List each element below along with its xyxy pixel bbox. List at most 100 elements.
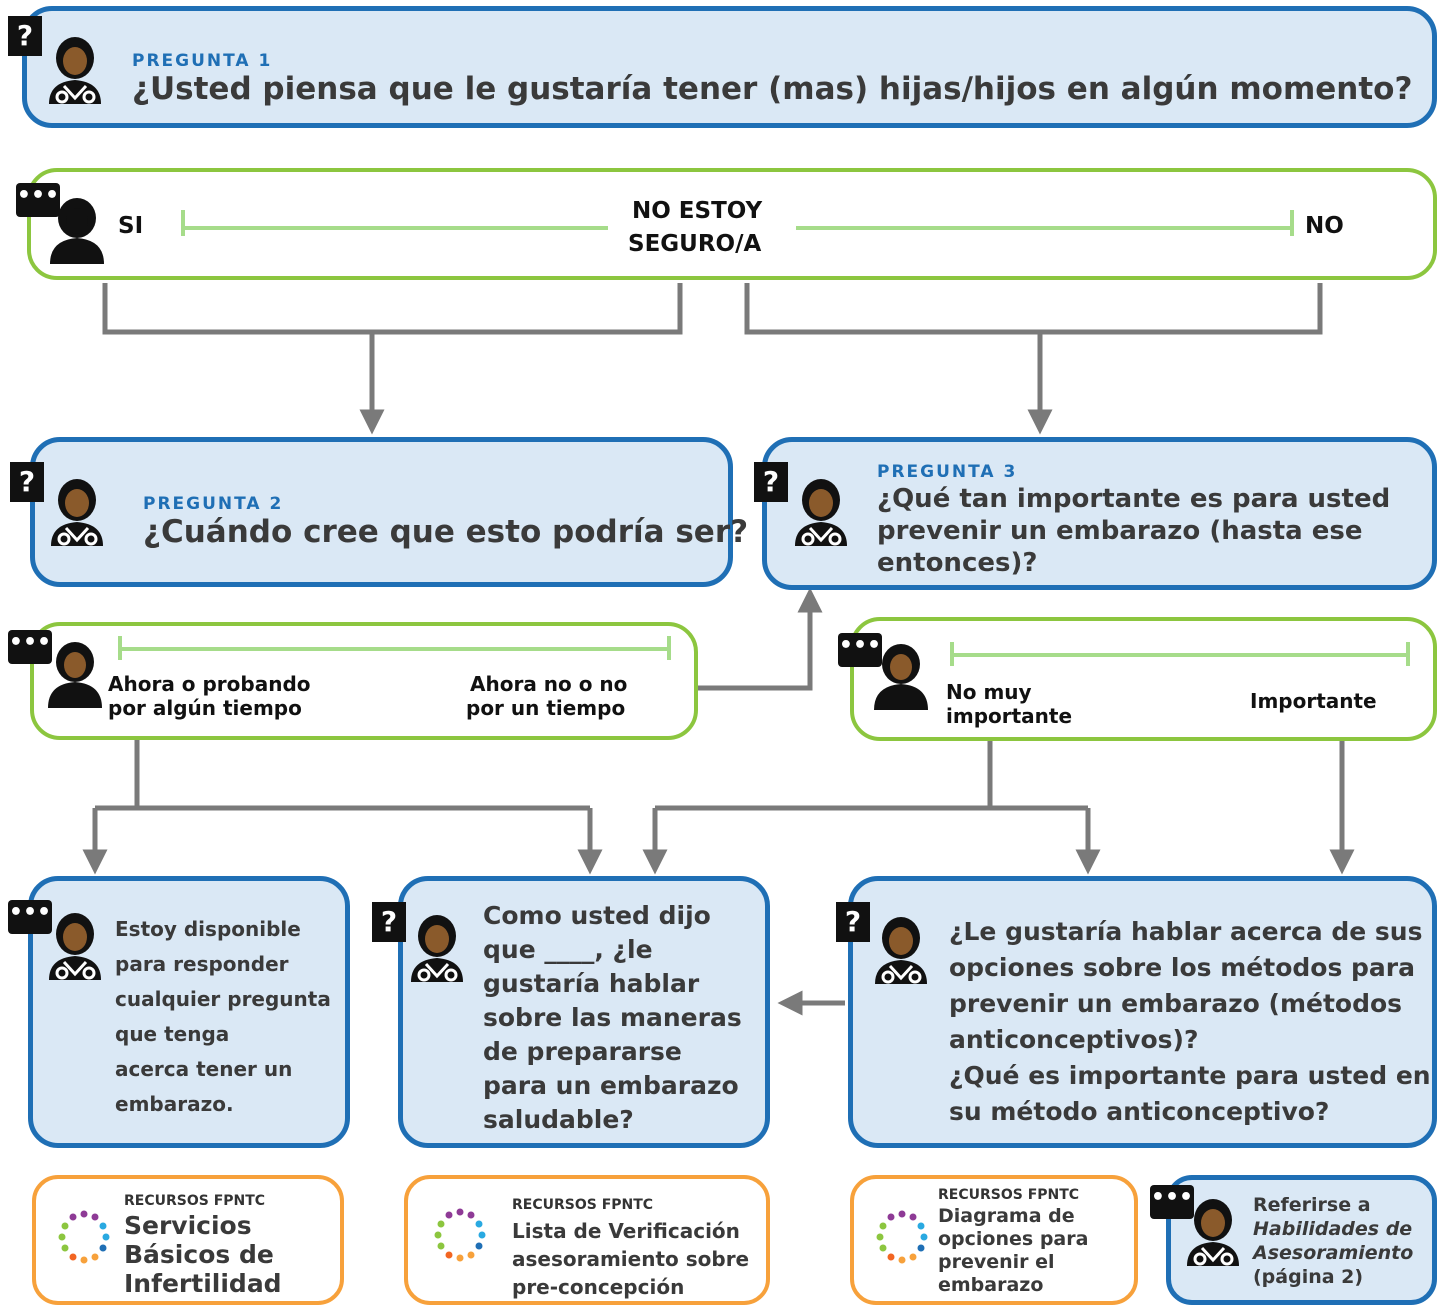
question-1-label: PREGUNTA 1 — [132, 51, 273, 71]
patient-avatar-icon — [50, 198, 104, 264]
speech-bubble-icon: ••• — [8, 630, 52, 664]
resource-label: RECURSOS FPNTC — [124, 1193, 266, 1209]
contraception-line: ¿Le gustaría hablar acerca de sus — [949, 917, 1423, 946]
speech-bubble-icon: ••• — [16, 183, 60, 217]
preconception-line: de prepararse — [483, 1037, 682, 1066]
contraception-line: ¿Qué es importante para usted en — [949, 1061, 1431, 1090]
scale-tick — [118, 636, 122, 660]
answer-3-left-line-2: importante — [946, 704, 1073, 728]
resource-title-line: Servicios — [124, 1211, 252, 1240]
contraception-line: su método anticonceptivo? — [949, 1097, 1330, 1126]
speech-bubble-icon: ••• — [1150, 1185, 1194, 1219]
preconception-line: gustaría hablar — [483, 969, 700, 998]
question-3-line-3: entonces)? — [877, 548, 1038, 578]
resource-label: RECURSOS FPNTC — [938, 1187, 1080, 1203]
speech-bubble-icon: ••• — [838, 633, 882, 667]
question-1-text: ¿Usted piensa que le gustaría tener (mas… — [132, 71, 1413, 107]
available-line: Estoy disponible — [115, 917, 301, 941]
scale-line — [952, 653, 1408, 657]
speech-bubble-icon: ••• — [8, 900, 52, 934]
scale-tick — [1290, 210, 1294, 236]
reference-line-4: (página 2) — [1253, 1266, 1364, 1288]
question-icon: ? — [754, 462, 788, 502]
scale-tick — [667, 636, 671, 660]
preconception-line: que ____, ¿le — [483, 935, 653, 964]
reference-line-1: Referirse a — [1253, 1194, 1371, 1216]
resource-title-line: asesoramiento sobre — [512, 1247, 750, 1271]
question-3-line-1: ¿Qué tan importante es para usted — [877, 484, 1391, 514]
provider-avatar-icon — [1187, 1199, 1239, 1266]
preconception-line: sobre las maneras — [483, 1003, 742, 1032]
resource-title-line: pre-concepción — [512, 1275, 685, 1299]
answer-si: SI — [118, 213, 144, 239]
scale-tick — [181, 210, 185, 236]
answer-2-right-line-1: Ahora no o no — [470, 672, 628, 696]
scale-line — [796, 226, 1294, 230]
provider-avatar-icon — [51, 479, 103, 546]
preconception-line: Como usted dijo — [483, 901, 711, 930]
answer-unsure-line-2: SEGURO/A — [628, 231, 762, 257]
resource-preconception-checklist[interactable]: RECURSOS FPNTC Lista de Verificación ase… — [404, 1175, 770, 1305]
scale-tick — [1406, 642, 1410, 666]
reference-line-2: Habilidades de — [1253, 1218, 1413, 1240]
reference-line-3: Asesoramiento — [1253, 1242, 1414, 1264]
preconception-line: saludable? — [483, 1105, 634, 1134]
provider-avatar-icon — [795, 479, 847, 546]
scale-line — [183, 226, 608, 230]
available-line: para responder — [115, 952, 289, 976]
fpntc-logo-icon — [58, 1210, 110, 1264]
resource-contraception-diagram[interactable]: RECURSOS FPNTC Diagrama de opciones para… — [850, 1175, 1138, 1305]
available-line: que tenga — [115, 1022, 230, 1046]
answer-2-left-line-2: por algún tiempo — [108, 696, 302, 720]
question-icon: ? — [836, 902, 870, 942]
provider-avatar-icon — [49, 913, 101, 980]
question-icon: ? — [372, 902, 406, 942]
scale-line — [120, 647, 670, 651]
question-icon: ? — [8, 16, 42, 56]
question-1-box: PREGUNTA 1 ¿Usted piensa que le gustaría… — [22, 6, 1437, 128]
provider-avatar-icon — [49, 37, 101, 104]
answer-2-right-line-2: por un tiempo — [466, 696, 626, 720]
answer-3-left-line-1: No muy — [946, 680, 1032, 704]
patient-avatar-icon — [874, 644, 928, 710]
question-2-text: ¿Cuándo cree que esto podría ser? — [143, 514, 749, 550]
fpntc-logo-icon — [434, 1208, 486, 1262]
contraception-line: opciones sobre los métodos para — [949, 953, 1415, 982]
question-2-label: PREGUNTA 2 — [143, 494, 284, 514]
answer-2-box — [30, 622, 698, 740]
resource-title-line: Básicos de — [124, 1240, 274, 1269]
contraception-line: prevenir un embarazo (métodos — [949, 989, 1403, 1018]
contraception-box: ¿Le gustaría hablar acerca de sus opcion… — [848, 876, 1437, 1148]
resource-label: RECURSOS FPNTC — [512, 1197, 654, 1213]
provider-avatar-icon — [411, 915, 463, 982]
fpntc-logo-icon — [876, 1210, 928, 1264]
question-icon: ? — [10, 462, 44, 502]
question-2-box: PREGUNTA 2 ¿Cuándo cree que esto podría … — [30, 437, 748, 587]
available-line: acerca tener un — [115, 1057, 293, 1081]
patient-avatar-icon — [48, 642, 102, 708]
resource-title-line: prevenir el — [938, 1251, 1055, 1273]
preconception-box: Como usted dijo que ____, ¿le gustaría h… — [398, 876, 770, 1148]
answer-unsure-line-1: NO ESTOY — [632, 198, 763, 224]
available-line: cualquier pregunta — [115, 987, 331, 1011]
answer-no: NO — [1305, 213, 1344, 239]
preconception-line: para un embarazo — [483, 1071, 739, 1100]
scale-tick — [950, 642, 954, 666]
answer-2-left-line-1: Ahora o probando — [108, 672, 311, 696]
resource-title-line: Infertilidad — [124, 1269, 282, 1298]
answer-3-box — [850, 617, 1437, 741]
question-3-box: PREGUNTA 3 ¿Qué tan importante es para u… — [762, 437, 1437, 590]
resource-title-line: opciones para — [938, 1228, 1089, 1250]
provider-avatar-icon — [875, 917, 927, 984]
available-line: embarazo. — [115, 1092, 234, 1116]
answer-1-box — [27, 168, 1437, 280]
resource-title-line: Diagrama de — [938, 1205, 1075, 1227]
answer-3-right: Importante — [1250, 689, 1377, 713]
question-3-label: PREGUNTA 3 — [877, 462, 1018, 482]
resource-title-line: Lista de Verificación — [512, 1219, 740, 1243]
contraception-line: anticonceptivos)? — [949, 1025, 1199, 1054]
resource-infertility[interactable]: RECURSOS FPNTC Servicios Básicos de Infe… — [32, 1175, 344, 1305]
resource-title-line: embarazo — [938, 1274, 1044, 1296]
question-3-line-2: prevenir un embarazo (hasta ese — [877, 516, 1363, 546]
